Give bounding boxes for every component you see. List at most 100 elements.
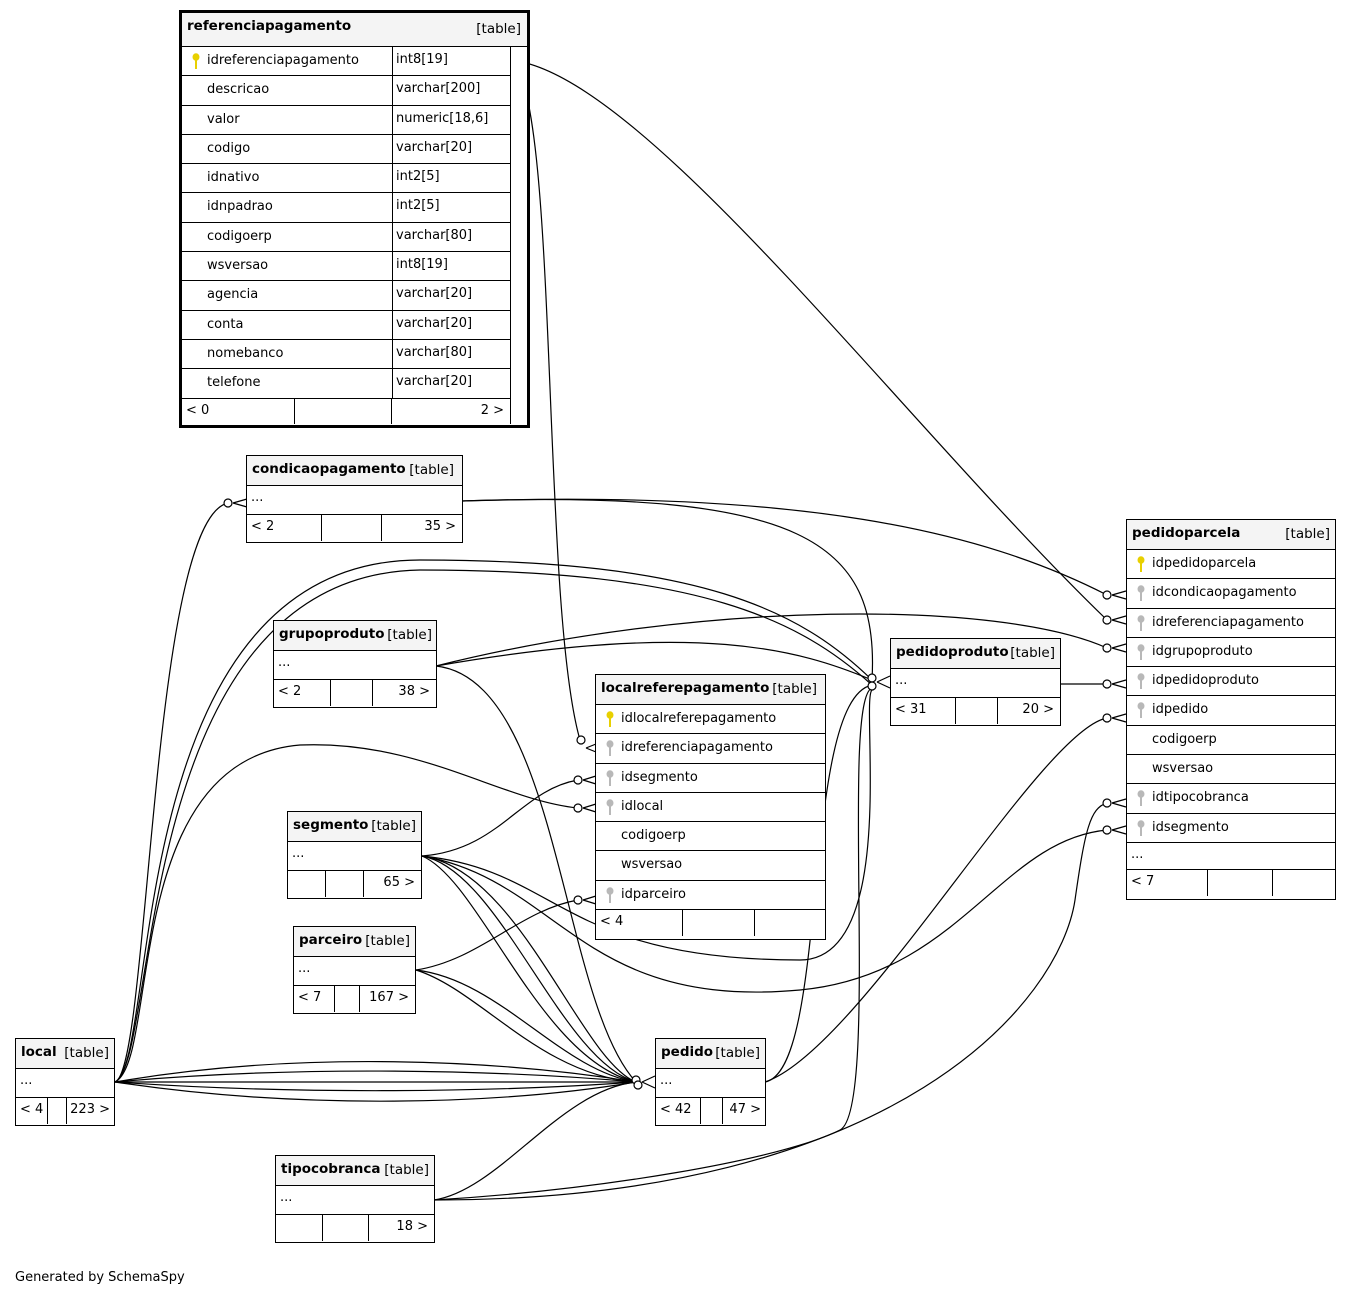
column-row[interactable]: idlocalreferepagamento	[596, 705, 825, 735]
ellipsis: ...	[280, 1190, 293, 1205]
column-row[interactable]: codigoerp	[596, 822, 825, 852]
foreign-key-icon	[606, 886, 614, 903]
column-row[interactable]: wsversao	[1127, 755, 1335, 785]
table-tipocobranca[interactable]: tipocobranca[table] ... 18 >	[275, 1155, 435, 1243]
column-type: int2[5]	[392, 164, 511, 194]
table-parceiro[interactable]: parceiro[table] ... < 7 167 >	[293, 926, 416, 1014]
table-type: [table]	[387, 627, 432, 643]
table-grupoproduto[interactable]: grupoproduto[table] ... < 2 38 >	[273, 620, 437, 708]
footer-parents[interactable]: < 7	[298, 990, 322, 1006]
column-row[interactable]: idreferenciapagamento	[596, 734, 825, 764]
footer-children[interactable]: 38 >	[372, 680, 436, 707]
footer-parents[interactable]: < 31	[895, 702, 927, 718]
columns-ellipsis[interactable]: ...	[288, 842, 421, 872]
columns-ellipsis[interactable]: ...	[16, 1069, 114, 1099]
footer-children[interactable]: 65 >	[363, 871, 421, 898]
column-type: varchar[200]	[392, 76, 511, 106]
column-row[interactable]: idpedido	[1127, 696, 1335, 726]
columns-ellipsis[interactable]: ...	[294, 957, 415, 987]
column-row[interactable]: idtipocobranca	[1127, 784, 1335, 814]
column-row[interactable]: idsegmento	[1127, 814, 1335, 843]
table-referenciapagamento[interactable]: referenciapagamento [table] idreferencia…	[179, 10, 530, 428]
column-row[interactable]: wsversao	[596, 851, 825, 881]
table-local[interactable]: local[table] ... < 4 223 >	[15, 1038, 115, 1126]
column-row[interactable]: codigoerp	[1127, 726, 1335, 756]
footer-middle	[682, 910, 754, 937]
column-type: varchar[20]	[392, 369, 511, 399]
column-row[interactable]: idpedidoproduto	[1127, 667, 1335, 697]
footer-children[interactable]: 167 >	[359, 986, 415, 1013]
columns-ellipsis[interactable]: ...	[247, 486, 462, 516]
footer-children[interactable]: 18 >	[368, 1215, 434, 1242]
footer-parents[interactable]: < 2	[251, 519, 275, 535]
columns-ellipsis[interactable]: ...	[276, 1186, 434, 1216]
edge-segmento-pedido-2	[421, 855, 637, 1083]
footer-children[interactable]: 223 >	[66, 1098, 114, 1125]
table-pedidoproduto[interactable]: pedidoproduto[table] ... < 31 20 >	[890, 638, 1061, 726]
ellipsis: ...	[20, 1073, 33, 1088]
table-footer: < 42 47 >	[656, 1098, 765, 1125]
foreign-key-icon	[1137, 673, 1145, 690]
column-type: varchar[20]	[392, 281, 511, 311]
table-header: pedido[table]	[656, 1039, 765, 1069]
footer-parents[interactable]	[288, 871, 325, 897]
table-pedido[interactable]: pedido[table] ... < 42 47 >	[655, 1038, 766, 1126]
column-type: numeric[18,6]	[392, 105, 511, 135]
footer-children[interactable]: 47 >	[722, 1098, 765, 1125]
footer-parents[interactable]: < 2	[278, 684, 302, 700]
table-localreferepagamento[interactable]: localreferepagamento[table] idlocalrefer…	[595, 674, 826, 940]
column-row[interactable]: idsegmento	[596, 764, 825, 793]
table-type: [table]	[772, 681, 817, 697]
table-name: segmento	[293, 817, 369, 833]
column-row[interactable]: idpedidoparcela	[1127, 550, 1335, 580]
footer-children[interactable]: 20 >	[997, 698, 1060, 725]
footer-children[interactable]: 2 >	[391, 398, 510, 424]
columns-ellipsis[interactable]: ...	[656, 1069, 765, 1099]
table-segmento[interactable]: segmento[table] ... 65 >	[287, 811, 422, 899]
footer-children[interactable]: 35 >	[381, 515, 462, 542]
footer-children[interactable]	[1272, 869, 1335, 896]
generated-by-label: Generated by SchemaSpy	[15, 1270, 185, 1285]
foreign-key-icon	[1137, 702, 1145, 719]
column-name: idreferenciapagamento	[1152, 614, 1304, 630]
footer-parents[interactable]: < 42	[660, 1102, 692, 1118]
footer-middle	[322, 1215, 368, 1242]
column-name: wsversao	[621, 857, 683, 873]
column-name: idreferenciapagamento	[621, 740, 773, 756]
columns-ellipsis[interactable]: ...	[1127, 843, 1335, 870]
footer-parents[interactable]: < 0	[186, 402, 210, 418]
column-row[interactable]: idgrupoproduto	[1127, 638, 1335, 668]
column-row[interactable]: idparceiro	[596, 881, 825, 911]
column-row[interactable]: idlocal	[596, 793, 825, 823]
column-type: int8[19]	[392, 252, 511, 282]
column-row[interactable]: idcondicaopagamento	[1127, 579, 1335, 609]
columns-ellipsis[interactable]: ...	[891, 669, 1060, 699]
footer-parents[interactable]: < 4	[20, 1102, 44, 1118]
footer-parents[interactable]: < 7	[1131, 873, 1155, 889]
footer-middle	[330, 680, 372, 707]
table-condicaopagamento[interactable]: condicaopagamento[table] ... < 2 35 >	[246, 455, 463, 543]
columns-ellipsis[interactable]: ...	[274, 651, 436, 681]
footer-parents[interactable]: < 4	[600, 914, 624, 930]
edge-condicao-pedidoparcela	[461, 498, 1108, 596]
primary-key-icon	[1137, 556, 1145, 572]
footer-children[interactable]	[754, 910, 825, 937]
column-row[interactable]: idreferenciapagamento	[1127, 609, 1335, 638]
edge-grupo-pedidoproduto	[435, 641, 873, 681]
footer-parents[interactable]	[276, 1215, 322, 1241]
